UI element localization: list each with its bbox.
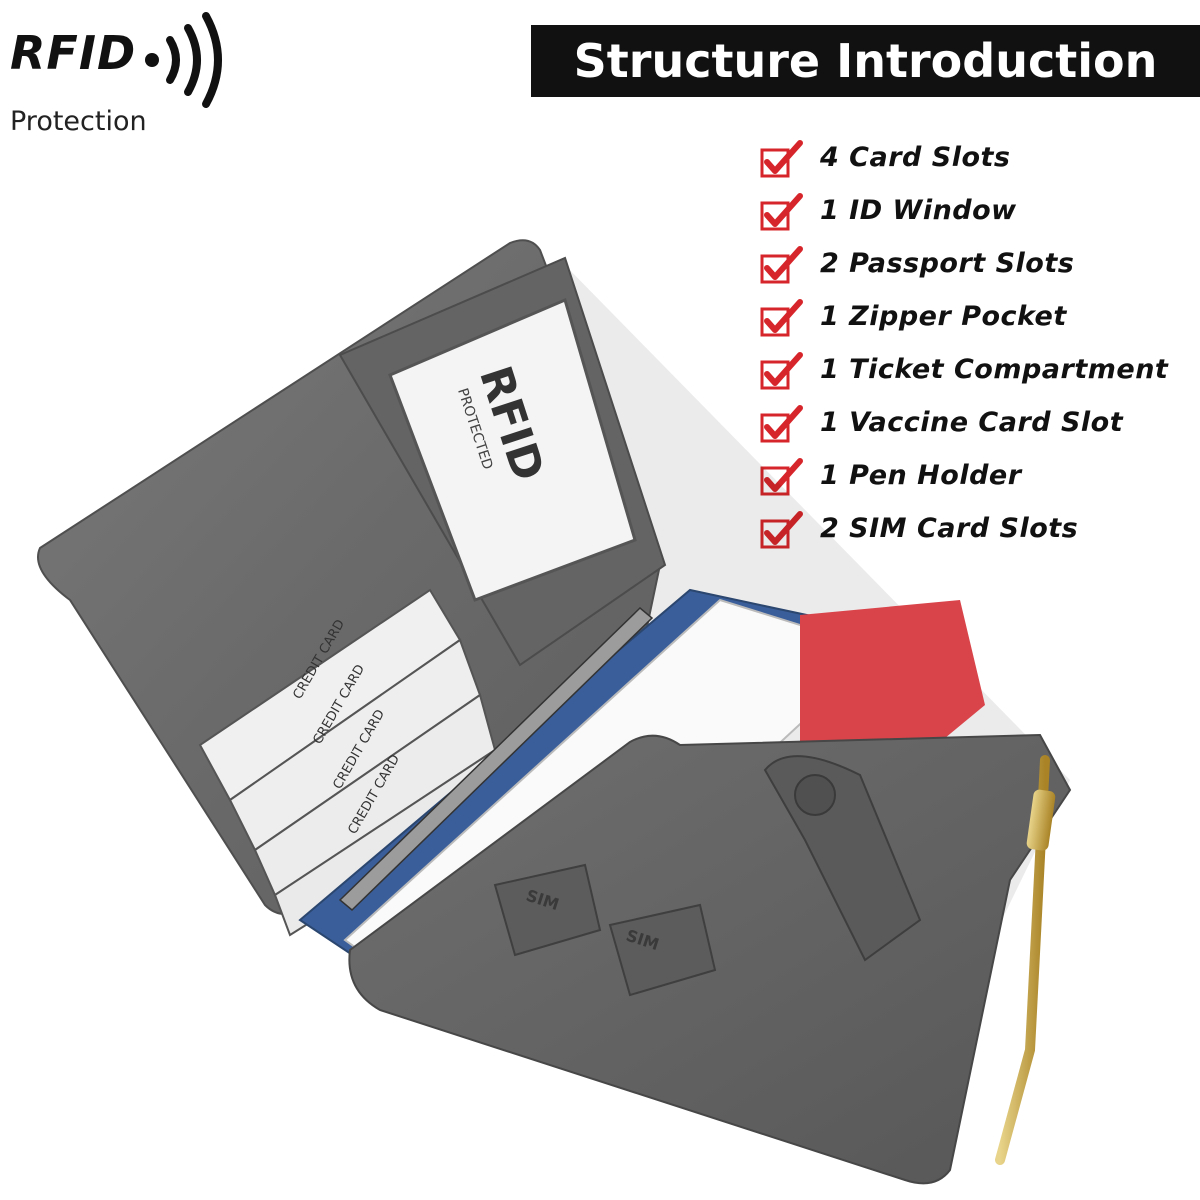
zipper[interactable] [995,755,1050,1165]
feature-item: 4 Card Slots [760,136,1190,189]
feature-item: 1 Ticket Compartment [760,348,1190,401]
feature-item: 1 ID Window [760,189,1190,242]
feature-item: 1 Zipper Pocket [760,295,1190,348]
feature-label: 1 ID Window [820,195,1017,226]
feature-label: 4 Card Slots [820,142,1011,173]
checkbox-check-icon [760,140,803,178]
rfid-label: RFID [10,26,137,80]
id-window [388,297,637,602]
pen [338,606,654,912]
feature-list: 4 Card Slots 1 ID Window 2 Passport Slot… [760,136,1190,560]
snap-button[interactable] [794,774,836,816]
protection-label: Protection [10,106,147,137]
feature-item: 2 Passport Slots [760,242,1190,295]
wireless-waves-icon [145,12,222,108]
sim-slot [493,863,602,957]
checkbox-check-icon [760,458,803,496]
feature-label: 1 Zipper Pocket [820,301,1067,332]
feature-item: 2 SIM Card Slots [760,507,1190,560]
feature-item: 1 Vaccine Card Slot [760,401,1190,454]
feature-label: 1 Pen Holder [820,460,1022,491]
checkbox-check-icon [760,352,803,390]
sim-slot [608,903,717,997]
feature-label: 1 Vaccine Card Slot [820,407,1124,438]
rfid-protection-badge: RFID Protection [10,10,240,150]
zipper-pull[interactable] [1026,789,1056,851]
checkbox-check-icon [760,405,803,443]
checkbox-check-icon [760,246,803,284]
title-banner: Structure Introduction [531,25,1200,97]
checkbox-check-icon [760,511,803,549]
checkbox-check-icon [760,193,803,231]
card-slots: CREDIT CARD CREDIT CARD CREDIT CARD CRED… [198,588,507,937]
feature-label: 2 SIM Card Slots [820,513,1079,544]
feature-label: 1 Ticket Compartment [820,354,1169,385]
feature-label: 2 Passport Slots [820,248,1075,279]
page-title: Structure Introduction [573,34,1158,88]
checkbox-check-icon [760,299,803,337]
sim-slots: SIM SIM [493,863,717,997]
feature-item: 1 Pen Holder [760,454,1190,507]
